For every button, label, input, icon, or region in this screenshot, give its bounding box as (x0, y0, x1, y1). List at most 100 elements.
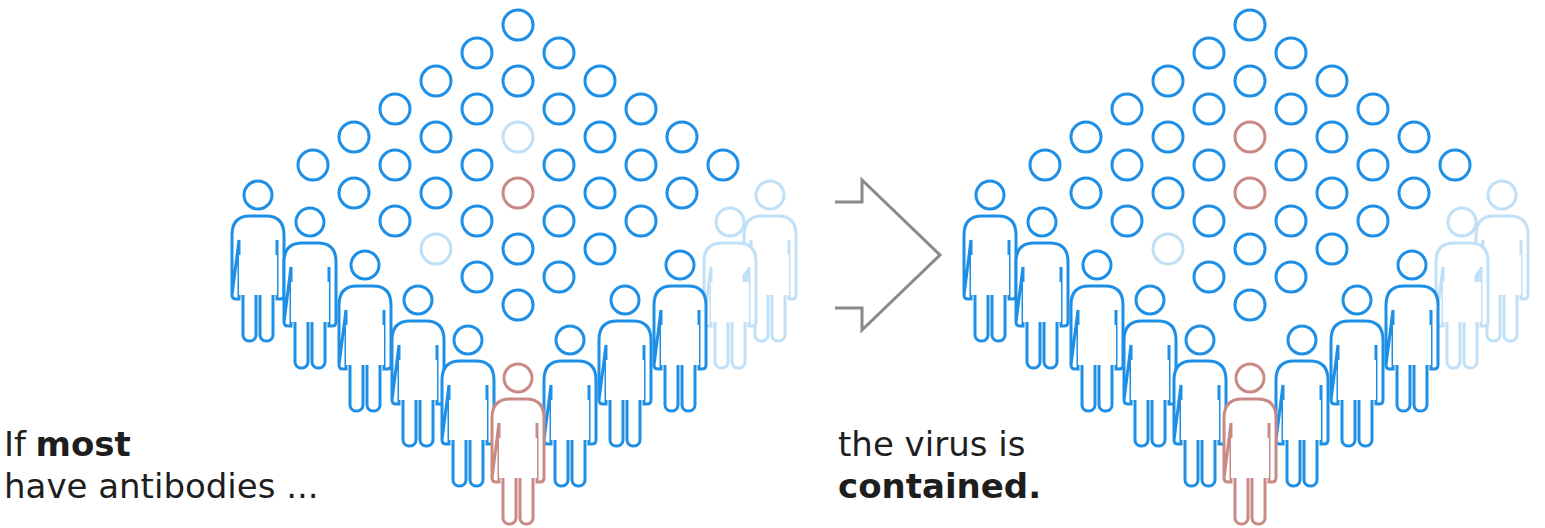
person-head (1153, 178, 1183, 208)
person-head (1194, 38, 1224, 68)
person-head (1235, 66, 1265, 96)
person-figure (964, 181, 1016, 341)
person-head (544, 150, 574, 180)
person-head (1317, 234, 1347, 264)
person-head (626, 150, 656, 180)
person-head (1317, 122, 1347, 152)
person-head (503, 178, 533, 208)
person-head (421, 178, 451, 208)
person-head (503, 66, 533, 96)
person-figure (654, 251, 706, 411)
caption-line: Ifmost (4, 424, 131, 464)
caption-line: the virus is (838, 424, 1025, 464)
crowd (964, 10, 1528, 524)
transition-arrow (835, 180, 940, 330)
person-figure (284, 208, 336, 368)
person-head (1194, 150, 1224, 180)
person-head (1194, 262, 1224, 292)
person-head (544, 38, 574, 68)
person-head (626, 94, 656, 124)
person-head (421, 66, 451, 96)
person-head (1276, 262, 1306, 292)
person-head (1235, 122, 1265, 152)
person-head (1030, 150, 1060, 180)
person-figure (1386, 251, 1438, 411)
person-figure (1276, 326, 1328, 486)
person-head (1358, 94, 1388, 124)
person-head (1153, 122, 1183, 152)
person-head (503, 10, 533, 40)
person-figure (1174, 326, 1226, 486)
person-figure (442, 326, 494, 486)
person-figure (492, 364, 544, 524)
person-head (1276, 94, 1306, 124)
person-head (1235, 290, 1265, 320)
person-head (462, 206, 492, 236)
person-head (1235, 234, 1265, 264)
caption-text: have antibodies ... (4, 466, 319, 506)
caption-text: the virus is (838, 424, 1025, 464)
person-figure (1016, 208, 1068, 368)
person-head (1276, 206, 1306, 236)
person-head (667, 178, 697, 208)
person-head (1276, 150, 1306, 180)
person-figure (704, 208, 756, 368)
person-head (1317, 66, 1347, 96)
person-head (1276, 38, 1306, 68)
person-head (708, 150, 738, 180)
person-head (544, 94, 574, 124)
person-head (1153, 234, 1183, 264)
person-head (1153, 66, 1183, 96)
person-head (1071, 122, 1101, 152)
person-head (421, 122, 451, 152)
person-head (667, 122, 697, 152)
person-head (298, 150, 328, 180)
person-head (380, 150, 410, 180)
person-head (1358, 150, 1388, 180)
person-head (585, 66, 615, 96)
person-head (503, 122, 533, 152)
person-head (544, 206, 574, 236)
person-figure (599, 286, 651, 446)
person-head (421, 234, 451, 264)
caption-line: have antibodies ... (4, 466, 319, 506)
person-head (1440, 150, 1470, 180)
person-head (380, 206, 410, 236)
person-head (1194, 206, 1224, 236)
person-head (1112, 94, 1142, 124)
person-head (462, 94, 492, 124)
person-head (1112, 150, 1142, 180)
person-head (1317, 178, 1347, 208)
person-figure (392, 286, 444, 446)
person-head (503, 234, 533, 264)
person-figure (232, 181, 284, 341)
person-figure (339, 251, 391, 411)
person-head (1358, 206, 1388, 236)
person-head (339, 178, 369, 208)
person-head (585, 122, 615, 152)
person-head (1071, 178, 1101, 208)
person-head (503, 290, 533, 320)
person-head (462, 262, 492, 292)
person-head (380, 94, 410, 124)
person-head (1235, 178, 1265, 208)
person-head (585, 234, 615, 264)
person-head (1235, 10, 1265, 40)
person-figure (1436, 208, 1488, 368)
person-head (1194, 94, 1224, 124)
person-figure (1071, 251, 1123, 411)
person-head (462, 150, 492, 180)
person-figure (1124, 286, 1176, 446)
person-figure (1224, 364, 1276, 524)
person-head (1399, 178, 1429, 208)
person-head (339, 122, 369, 152)
person-head (462, 38, 492, 68)
person-head (544, 262, 574, 292)
person-figure (544, 326, 596, 486)
person-head (626, 206, 656, 236)
person-head (1112, 206, 1142, 236)
person-head (1399, 122, 1429, 152)
emphasis-text: contained. (838, 466, 1041, 506)
person-head (585, 178, 615, 208)
caption-line: contained. (838, 466, 1041, 506)
